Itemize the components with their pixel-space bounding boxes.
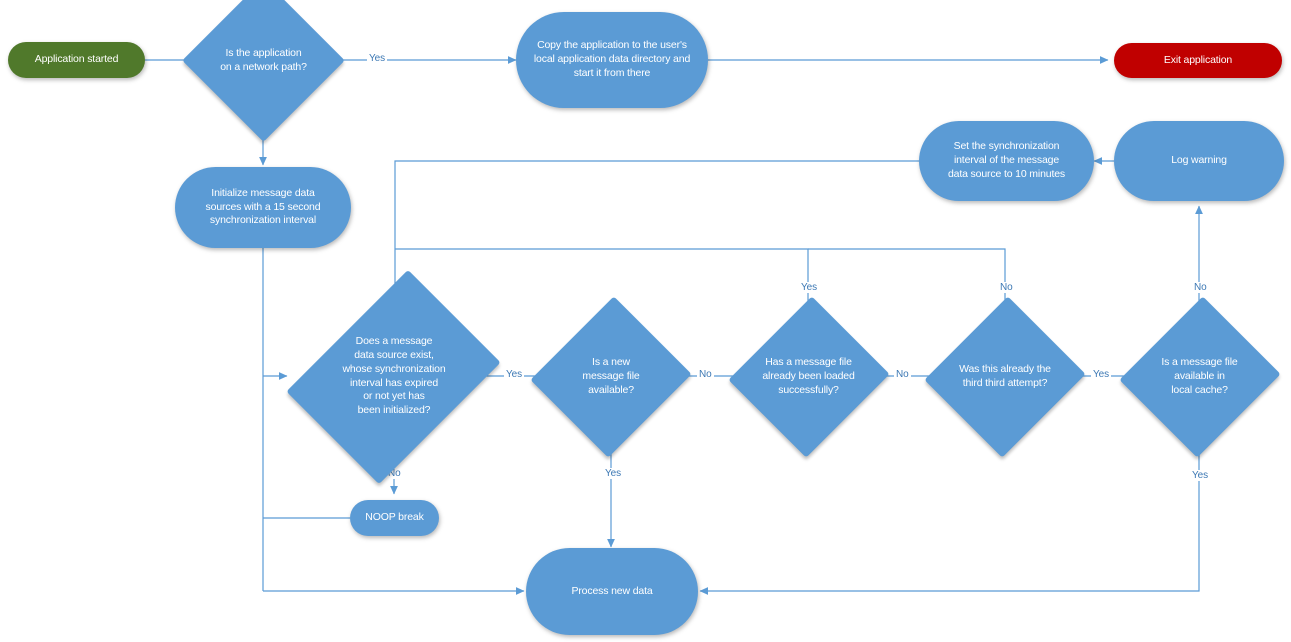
node-label: NOOP break xyxy=(365,511,424,524)
node-process-new-data[interactable]: Process new data xyxy=(526,548,698,635)
node-noop-break[interactable]: NOOP break xyxy=(350,500,439,536)
node-set-synchronization-interval[interactable]: Set the synchronization interval of the … xyxy=(919,121,1094,201)
edge-label-local-cache-yes: Yes xyxy=(1190,470,1211,481)
edge-label-loaded-ok-yes: Yes xyxy=(799,282,820,293)
node-label: Was this already the third third attempt… xyxy=(959,363,1051,389)
edge-label-network-path-yes: Yes xyxy=(367,53,388,64)
edge-cache-yes-to-process xyxy=(699,441,1200,595)
node-is-new-message-file-available[interactable]: Is a new message file available? xyxy=(530,296,692,458)
node-has-message-file-been-loaded[interactable]: Has a message file already been loaded s… xyxy=(728,296,890,458)
edge-label-local-cache-no: No xyxy=(1192,282,1209,293)
node-copy-application[interactable]: Copy the application to the user's local… xyxy=(516,12,708,108)
edge-label-third-attempt-no: No xyxy=(998,282,1015,293)
node-label: Is the application on a network path? xyxy=(220,46,307,73)
node-application-started[interactable]: Application started xyxy=(8,42,145,78)
node-log-warning[interactable]: Log warning xyxy=(1114,121,1284,201)
node-label: Does a message data source exist, whose … xyxy=(342,334,446,417)
node-label: Is a new message file available? xyxy=(582,356,640,396)
node-label: Process new data xyxy=(571,584,653,597)
node-label: Copy the application to the user's local… xyxy=(533,39,691,79)
node-label: Exit application xyxy=(1163,53,1233,66)
edge-set-interval-return-to-source-decision xyxy=(391,160,919,312)
node-label: Application started xyxy=(34,53,119,66)
node-was-this-third-attempt[interactable]: Was this already the third third attempt… xyxy=(924,296,1086,458)
node-label: Log warning xyxy=(1171,154,1227,167)
node-does-message-data-source-exist[interactable]: Does a message data source exist, whose … xyxy=(286,269,501,485)
node-is-application-on-network-path[interactable]: Is the application on a network path? xyxy=(182,0,345,142)
edge-label-source-exist-yes: Yes xyxy=(504,369,525,380)
edge-label-new-file-no: No xyxy=(697,369,714,380)
edge-label-new-file-yes: Yes xyxy=(603,468,624,479)
node-initialize-message-data-sources[interactable]: Initialize message data sources with a 1… xyxy=(175,167,351,248)
node-label: Is a message file available in local cac… xyxy=(1161,356,1238,396)
edge-label-source-exist-no: No xyxy=(386,468,403,479)
edge-label-loaded-ok-no: No xyxy=(894,369,911,380)
node-label: Has a message file already been loaded s… xyxy=(762,356,855,396)
node-label: Set the synchronization interval of the … xyxy=(947,140,1066,180)
node-is-message-file-in-local-cache[interactable]: Is a message file available in local cac… xyxy=(1119,296,1281,458)
node-label: Initialize message data sources with a 1… xyxy=(205,186,321,227)
edge-label-third-attempt-yes: Yes xyxy=(1091,369,1112,380)
edge-third-no-return xyxy=(808,248,1006,318)
node-exit-application[interactable]: Exit application xyxy=(1114,43,1282,78)
